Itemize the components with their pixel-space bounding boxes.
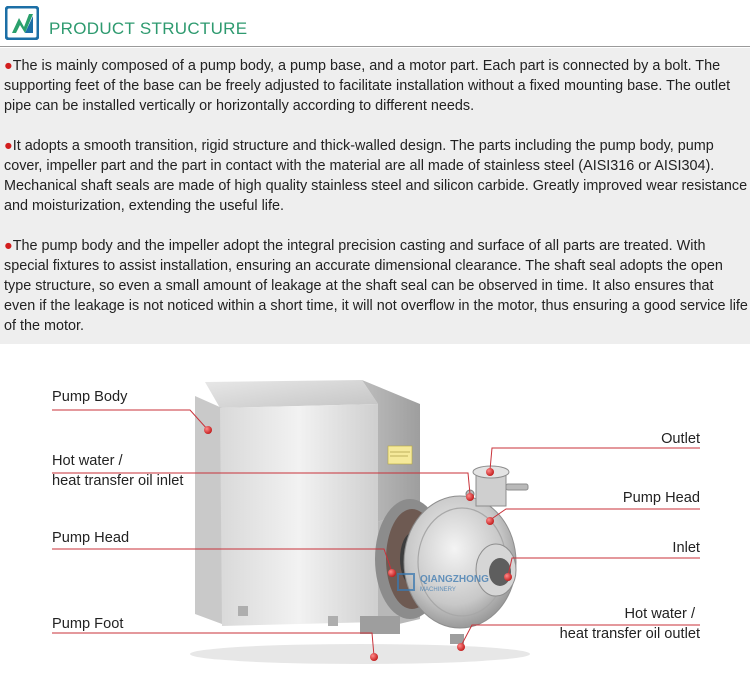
marker-dot-icon — [204, 426, 212, 434]
label-hot-water-outlet-line1: Hot water / — [624, 606, 695, 622]
callout-line-pump-body — [52, 409, 209, 431]
label-hot-water-outlet-line2: heat transfer oil outlet — [559, 626, 700, 642]
label-hot-water-inlet-line2: heat transfer oil inlet — [52, 473, 184, 489]
watermark-sub: MACHINERY — [420, 587, 456, 593]
paragraph-1: ●The is mainly composed of a pump body, … — [4, 56, 748, 116]
callout-line-hot-water-outlet — [461, 624, 700, 645]
description-block: ●The is mainly composed of a pump body, … — [0, 48, 750, 344]
marker-dot-icon — [466, 493, 474, 501]
marker-dot-icon — [457, 643, 465, 651]
ground-shadow — [190, 644, 530, 664]
label-hot-water-inlet-line1: Hot water / — [52, 453, 123, 469]
marker-dot-icon — [388, 569, 396, 577]
callout-line-pump-head-left — [52, 548, 393, 573]
section-header: PRODUCT STRUCTURE — [0, 0, 750, 48]
callout-lines — [52, 409, 700, 657]
label-pump-body: Pump Body — [52, 389, 128, 405]
callout-line-inlet — [507, 557, 700, 577]
brand-logo-icon — [5, 6, 39, 40]
paragraph-3: ●The pump body and the impeller adopt th… — [4, 236, 748, 336]
pump-diagram: QIANGZHONG MACHINERY Pump Body Hot — [0, 344, 750, 679]
watermark-logo: QIANGZHONG MACHINERY — [397, 573, 489, 593]
page-title: PRODUCT STRUCTURE — [49, 19, 248, 38]
label-pump-head-right: Pump Head — [622, 490, 700, 506]
label-pump-head-left: Pump Head — [52, 530, 130, 546]
pump-head — [403, 465, 529, 629]
label-outlet: Outlet — [661, 431, 700, 447]
bullet-icon: ● — [4, 238, 13, 254]
pump-illustration: QIANGZHONG MACHINERY — [52, 380, 700, 664]
callout-line-hot-water-inlet — [52, 472, 471, 495]
label-inlet: Inlet — [672, 540, 700, 556]
bullet-icon: ● — [4, 58, 13, 74]
marker-dot-icon — [486, 468, 494, 476]
paragraph-text: It adopts a smooth transition, rigid str… — [4, 138, 748, 214]
warning-sticker — [387, 445, 413, 465]
callout-line-pump-foot — [52, 632, 375, 657]
paragraph-2: ●It adopts a smooth transition, rigid st… — [4, 136, 748, 216]
label-pump-foot: Pump Foot — [52, 616, 124, 632]
pump-feet — [238, 606, 464, 644]
paragraph-text: The is mainly composed of a pump body, a… — [4, 58, 731, 114]
callout-line-pump-head-right — [489, 508, 700, 521]
watermark-brand: QIANGZHONG — [420, 574, 489, 585]
callout-markers — [204, 426, 512, 661]
header-divider — [0, 46, 750, 47]
bullet-icon: ● — [4, 138, 13, 154]
marker-dot-icon — [370, 653, 378, 661]
marker-dot-icon — [504, 573, 512, 581]
marker-dot-icon — [486, 517, 494, 525]
paragraph-text: The pump body and the impeller adopt the… — [4, 238, 748, 334]
callout-line-outlet — [489, 447, 700, 471]
